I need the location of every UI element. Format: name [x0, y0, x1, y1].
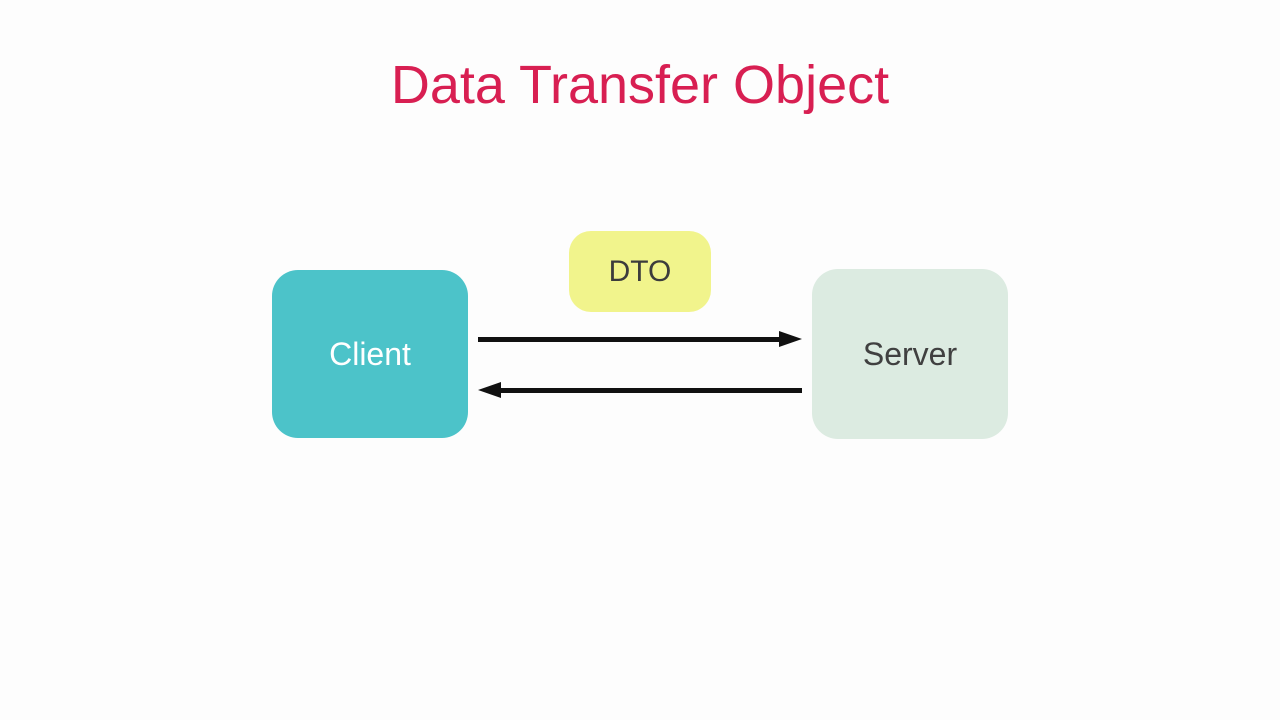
dto-node: DTO [569, 231, 711, 312]
arrowhead-right-icon [779, 331, 802, 347]
client-node-label: Client [329, 335, 411, 372]
arrow-server-to-client-shaft [500, 387, 802, 393]
client-node: Client [272, 270, 468, 438]
page-title: Data Transfer Object [390, 55, 890, 115]
server-node-label: Server [862, 335, 958, 372]
server-node: Server [812, 269, 1008, 439]
arrowhead-left-icon [478, 382, 501, 398]
arrow-client-to-server-shaft [478, 336, 780, 342]
dto-node-label: DTO [608, 254, 672, 288]
arrow-server-to-client [478, 382, 802, 398]
arrow-client-to-server [478, 331, 802, 347]
